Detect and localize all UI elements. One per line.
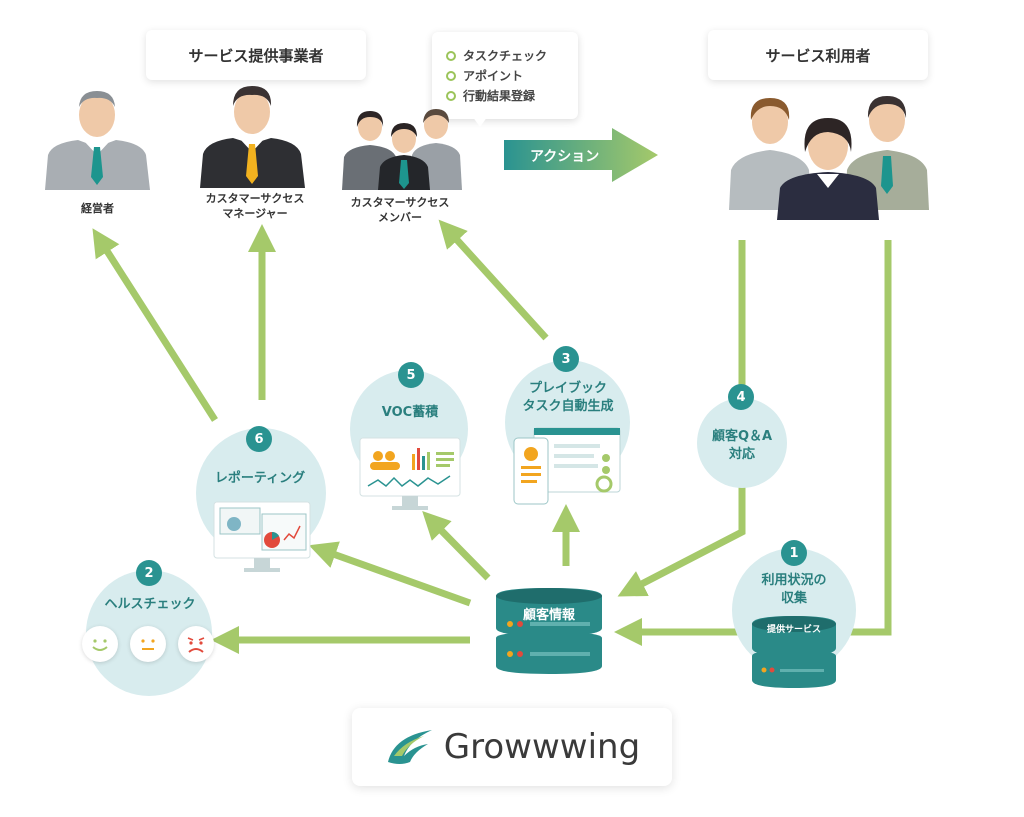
happy-face-icon [82, 626, 118, 662]
wing-logo-icon [387, 730, 432, 764]
arrow-playbook-to-member [438, 219, 549, 341]
service-db-icon [752, 616, 836, 688]
task-bubble: タスクチェック アポイント 行動結果登録 [432, 32, 578, 119]
usage-title: 利用状況の 収集 [761, 573, 827, 606]
qa-circle [697, 398, 787, 488]
arrow-db-to-report [308, 541, 472, 607]
bubble-tail [470, 113, 490, 127]
service-users-icon [729, 96, 929, 220]
badge-3: 3 [553, 346, 579, 372]
voc-title: VOC蓄積 [381, 405, 439, 420]
bubble-item: アポイント [446, 67, 564, 84]
bubble-item: 行動結果登録 [446, 87, 564, 104]
service-db-label: 提供サービス [766, 625, 821, 635]
badge-4: 4 [728, 384, 754, 410]
reporting-title: レポーティング [214, 471, 306, 486]
playbook-device-icon [513, 427, 621, 505]
qa-title: 顧客Q＆A 対応 [711, 429, 773, 462]
cs-member-icon [342, 109, 462, 190]
monitor-report-icon [213, 501, 311, 572]
executive-label: 経営者 [81, 202, 114, 215]
health-title: ヘルスチェック [104, 597, 196, 612]
bullet-icon [446, 90, 456, 101]
user-title-card: サービス利用者 [708, 30, 928, 80]
arrow-qa-to-db [617, 480, 746, 597]
action-arrow [504, 128, 658, 182]
playbook-title: プレイブック タスク自動生成 [522, 381, 614, 414]
customer-db-label: 顧客情報 [522, 608, 575, 623]
sad-face-icon [178, 626, 214, 662]
provider-title: サービス提供事業者 [188, 46, 324, 65]
badge-1: 1 [781, 540, 807, 566]
cs-manager-icon [200, 86, 305, 188]
cs-manager-label: カスタマーサクセス マネージャー [205, 192, 305, 220]
badge-2: 2 [136, 560, 162, 586]
cs-member-label: カスタマーサクセス メンバー [350, 196, 450, 224]
monitor-voc-icon [359, 437, 461, 510]
arrow-report-to-exec [92, 228, 218, 422]
user-title: サービス利用者 [765, 46, 871, 65]
badge-6: 6 [246, 426, 272, 452]
executive-icon [45, 91, 150, 190]
bubble-item: タスクチェック [446, 47, 564, 64]
arrow-user-to-usage [845, 240, 892, 636]
action-label: アクション [530, 149, 600, 165]
neutral-face-icon [130, 626, 166, 662]
logo-card: Growwwing [352, 708, 672, 786]
provider-title-card: サービス提供事業者 [146, 30, 366, 80]
customer-db-icon [496, 588, 602, 674]
logo-text: Growwwing [443, 727, 641, 767]
arrow-db-to-voc [422, 511, 491, 581]
bullet-icon [446, 70, 456, 81]
bullet-icon [446, 50, 456, 61]
badge-5: 5 [398, 362, 424, 388]
